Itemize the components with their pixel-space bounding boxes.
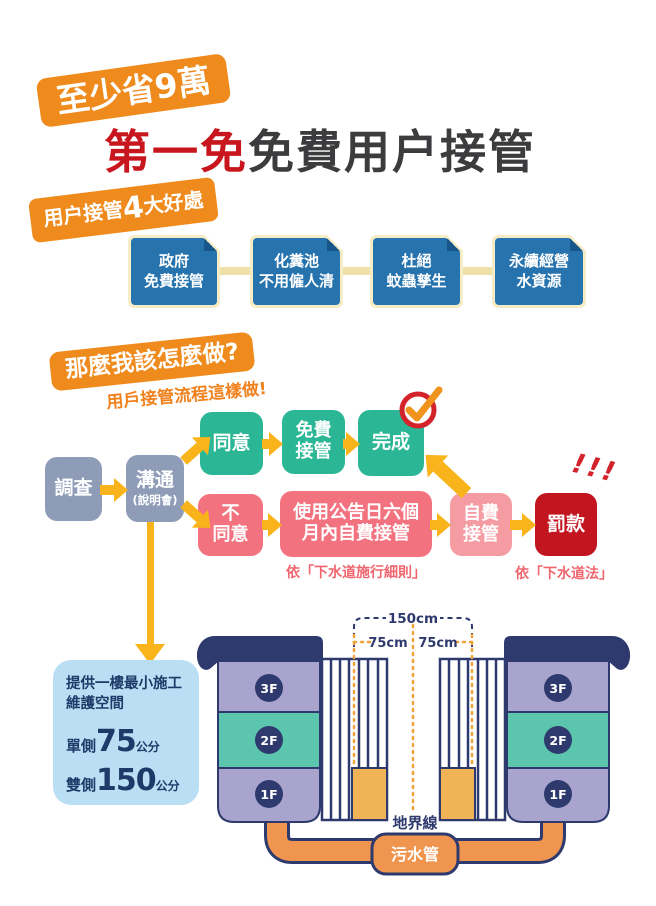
arrow-right-icon <box>430 513 451 537</box>
checkmark-icon <box>399 386 443 429</box>
flow-label: 自費 <box>463 502 499 524</box>
benefit-line: 永續經營 <box>508 252 569 270</box>
flow-box-communication: 溝通 (說明會) <box>126 455 184 522</box>
flow-box-self-pay: 自費 接管 <box>450 493 512 556</box>
flow-label: 免費 <box>295 420 332 442</box>
floor-label: 2F <box>260 733 277 748</box>
exclamation-marks: !!! <box>568 447 622 490</box>
flow-box-fine: 罰款 <box>535 493 597 556</box>
flow-box-six-months: 使用公告日六個 月內自費接管 <box>280 491 432 557</box>
arrow-right-icon <box>100 478 128 502</box>
flow-label: 罰款 <box>546 512 585 535</box>
title-highlight: 第一免 <box>104 125 248 179</box>
dimension-75-lines <box>352 623 474 813</box>
measure-value: 150 <box>96 763 157 799</box>
title-rest: 免費用户接管 <box>248 125 536 179</box>
flow-box-survey: 調查 <box>45 457 102 521</box>
floor-label: 3F <box>260 681 277 696</box>
flow-label: 不 <box>221 503 240 525</box>
pipe-label-text: 污水管 <box>391 845 439 864</box>
benefit-line: 不用僱人清 <box>258 271 334 290</box>
benefit-line: 化糞池 <box>273 252 319 270</box>
flow-label: 完成 <box>371 431 410 454</box>
benefits-badge-suffix: 大好處 <box>142 187 205 219</box>
buildings-diagram: 150cm 75cm 75cm 3F 2F 1F 3F 2F 1F 地界線 污水… <box>196 611 632 876</box>
benefits-badge-prefix: 用户接管 <box>42 197 125 231</box>
flow-label: 月內自費接管 <box>302 523 410 544</box>
flow-label: 接管 <box>295 441 332 462</box>
dim-right-label: 75cm <box>418 636 457 651</box>
flow-label: 同意 <box>212 431 251 454</box>
arrow-down-shaft <box>147 520 154 646</box>
arrow-right-icon <box>262 513 282 537</box>
flow-label: 使用公告日六個 <box>293 502 419 524</box>
floor-label: 1F <box>260 787 277 802</box>
measure-label: 雙側 <box>66 776 97 795</box>
flow-box-agree: 同意 <box>200 412 263 475</box>
benefit-box-water: 永續經營水資源 <box>492 235 586 308</box>
benefit-connector <box>342 267 371 275</box>
measure-label: 單側 <box>66 737 97 756</box>
floor-badges-left: 3F 2F 1F <box>255 674 283 808</box>
benefit-line: 杜絕 <box>401 252 432 270</box>
corner-fold-icon <box>447 238 460 251</box>
benefit-line: 水資源 <box>516 271 562 290</box>
benefits-badge: 用户接管4大好處 <box>28 176 219 244</box>
benefit-box-government: 政府免費接管 <box>128 235 220 308</box>
benefit-box-septic: 化糞池不用僱人清 <box>250 235 343 308</box>
benefit-line: 免費接管 <box>143 271 204 290</box>
corner-fold-icon <box>204 238 217 251</box>
benefit-line: 政府 <box>158 252 189 270</box>
space-requirement-box: 提供一樓最小施工 維護空間 單側75公分 雙側150公分 <box>53 660 199 805</box>
benefit-box-mosquito: 杜絕蚊蟲孳生 <box>370 235 463 308</box>
building <box>196 636 389 823</box>
benefit-connector <box>220 267 251 275</box>
corner-fold-icon <box>327 238 340 251</box>
page-title: 第一免免費用户接管 <box>104 116 536 182</box>
floor-badges-right: 3F 2F 1F <box>544 674 572 808</box>
pipe-label: 污水管 <box>370 832 460 876</box>
dim-left-label: 75cm <box>368 636 407 651</box>
measure-unit: 公分 <box>155 779 180 794</box>
dim-total-label: 150cm <box>388 611 438 627</box>
space-desc-line: 維護空間 <box>66 695 124 712</box>
arrow-right-icon <box>262 432 283 456</box>
note-enforcement-rules: 依「下水道施行細則」 <box>286 565 426 581</box>
arrow-right-icon <box>343 432 360 456</box>
floor-label: 3F <box>549 681 566 696</box>
note-sewer-law: 依「下水道法」 <box>515 566 613 582</box>
arrow-down-icon <box>135 644 165 664</box>
dimension-150-lines <box>353 617 473 647</box>
corner-fold-icon <box>570 238 583 251</box>
flow-sublabel: (說明會) <box>132 492 178 507</box>
floor-label: 1F <box>549 787 566 802</box>
floor-label: 2F <box>549 733 566 748</box>
measure-unit: 公分 <box>135 740 160 755</box>
arrow-right-icon <box>510 513 536 537</box>
flow-label: 溝通 <box>135 468 174 491</box>
benefit-connector <box>462 267 493 275</box>
flow-label: 接管 <box>463 523 499 545</box>
flow-box-disagree: 不 同意 <box>198 494 263 556</box>
flow-label: 調查 <box>54 477 93 500</box>
boundary-line-label: 地界線 <box>392 814 437 832</box>
flow-box-free-connection: 免費 接管 <box>282 410 345 474</box>
measure-value: 75 <box>96 724 137 760</box>
benefit-line: 蚊蟲孳生 <box>386 271 447 290</box>
space-desc-line: 提供一樓最小施工 <box>66 676 182 692</box>
double-side-measure: 雙側150公分 <box>66 763 187 798</box>
flow-label: 同意 <box>212 524 249 545</box>
single-side-measure: 單側75公分 <box>66 724 187 759</box>
